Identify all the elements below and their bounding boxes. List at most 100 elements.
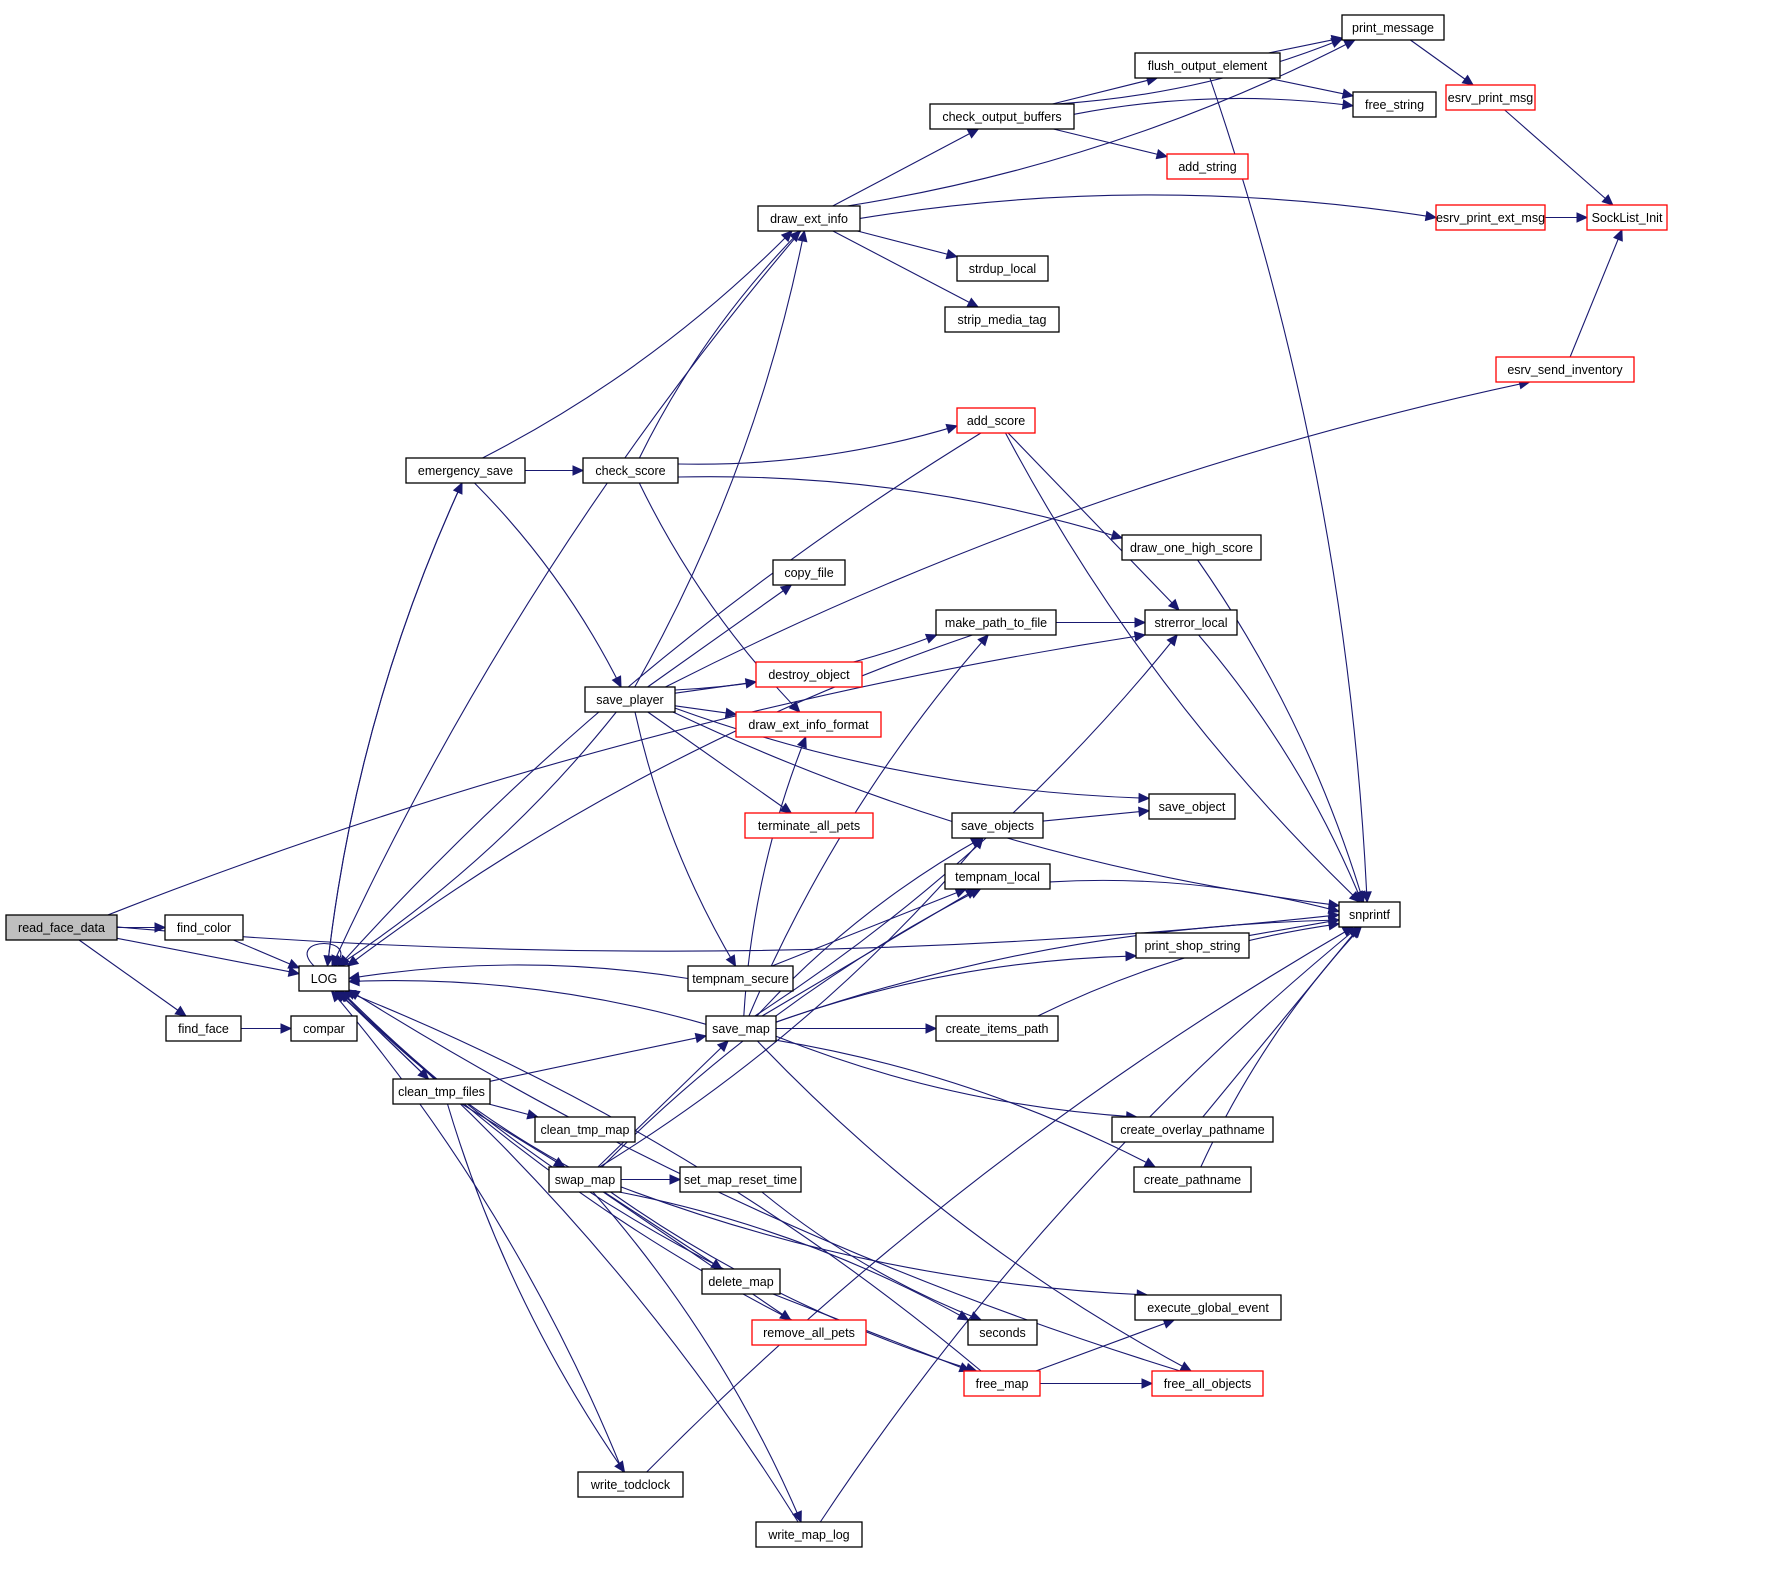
node-box[interactable]: [1495, 356, 1635, 383]
node-box[interactable]: [577, 1471, 684, 1498]
node-print_message[interactable]: print_message: [1341, 14, 1445, 41]
node-esrv_send_inventory[interactable]: esrv_send_inventory: [1495, 356, 1635, 383]
node-box[interactable]: [290, 1015, 358, 1042]
node-box[interactable]: [944, 863, 1051, 890]
node-compar[interactable]: compar: [290, 1015, 358, 1042]
node-copy_file[interactable]: copy_file: [772, 559, 846, 586]
node-box[interactable]: [1338, 901, 1401, 928]
node-box[interactable]: [1352, 91, 1437, 118]
node-LOG[interactable]: LOG: [298, 965, 350, 992]
node-box[interactable]: [935, 1015, 1059, 1042]
node-box[interactable]: [956, 255, 1049, 282]
node-write_map_log[interactable]: write_map_log: [755, 1521, 863, 1548]
node-add_score[interactable]: add_score: [956, 407, 1036, 434]
node-strip_media_tag[interactable]: strip_media_tag: [944, 306, 1060, 333]
node-box[interactable]: [1134, 1294, 1282, 1321]
node-tempnam_secure[interactable]: tempnam_secure: [687, 965, 794, 992]
node-add_string[interactable]: add_string: [1166, 153, 1249, 180]
node-tempnam_local[interactable]: tempnam_local: [944, 863, 1051, 890]
node-find_face[interactable]: find_face: [165, 1015, 242, 1042]
node-esrv_print_msg[interactable]: esrv_print_msg: [1445, 84, 1536, 111]
node-box[interactable]: [584, 686, 676, 713]
node-box[interactable]: [298, 965, 350, 992]
node-delete_map[interactable]: delete_map: [701, 1268, 781, 1295]
node-box[interactable]: [405, 457, 526, 484]
node-box[interactable]: [951, 812, 1044, 839]
node-box[interactable]: [5, 914, 118, 941]
node-draw_ext_info_format[interactable]: draw_ext_info_format: [735, 711, 882, 738]
node-strerror_local[interactable]: strerror_local: [1144, 609, 1238, 636]
node-free_string[interactable]: free_string: [1352, 91, 1437, 118]
node-check_output_buffers[interactable]: check_output_buffers: [929, 103, 1075, 130]
node-box[interactable]: [679, 1166, 802, 1193]
node-box[interactable]: [165, 1015, 242, 1042]
node-box[interactable]: [1445, 84, 1536, 111]
node-save_map[interactable]: save_map: [705, 1015, 777, 1042]
node-box[interactable]: [1121, 534, 1262, 561]
node-free_all_objects[interactable]: free_all_objects: [1151, 1370, 1264, 1397]
node-create_pathname[interactable]: create_pathname: [1133, 1166, 1252, 1193]
node-write_todclock[interactable]: write_todclock: [577, 1471, 684, 1498]
node-box[interactable]: [935, 609, 1057, 636]
node-emergency_save[interactable]: emergency_save: [405, 457, 526, 484]
node-save_objects[interactable]: save_objects: [951, 812, 1044, 839]
node-clean_tmp_files[interactable]: clean_tmp_files: [392, 1078, 491, 1105]
node-flush_output_element[interactable]: flush_output_element: [1134, 52, 1281, 79]
node-esrv_print_ext_msg[interactable]: esrv_print_ext_msg: [1435, 204, 1546, 231]
node-destroy_object[interactable]: destroy_object: [755, 661, 863, 688]
node-box[interactable]: [1144, 609, 1238, 636]
node-box[interactable]: [701, 1268, 781, 1295]
node-clean_tmp_map[interactable]: clean_tmp_map: [534, 1116, 636, 1143]
node-terminate_all_pets[interactable]: terminate_all_pets: [744, 812, 874, 839]
node-save_player[interactable]: save_player: [584, 686, 676, 713]
node-box[interactable]: [1135, 932, 1250, 959]
node-box[interactable]: [1435, 204, 1546, 231]
node-box[interactable]: [687, 965, 794, 992]
node-box[interactable]: [757, 205, 861, 232]
node-check_score[interactable]: check_score: [582, 457, 679, 484]
node-box[interactable]: [1133, 1166, 1252, 1193]
node-box[interactable]: [751, 1319, 867, 1346]
node-strdup_local[interactable]: strdup_local: [956, 255, 1049, 282]
node-box[interactable]: [1111, 1116, 1274, 1143]
node-box[interactable]: [755, 1521, 863, 1548]
node-box[interactable]: [755, 661, 863, 688]
node-create_items_path[interactable]: create_items_path: [935, 1015, 1059, 1042]
node-box[interactable]: [929, 103, 1075, 130]
node-box[interactable]: [963, 1370, 1041, 1397]
node-remove_all_pets[interactable]: remove_all_pets: [751, 1319, 867, 1346]
node-execute_global_event[interactable]: execute_global_event: [1134, 1294, 1282, 1321]
node-read_face_data[interactable]: read_face_data: [5, 914, 118, 941]
node-box[interactable]: [1151, 1370, 1264, 1397]
node-box[interactable]: [392, 1078, 491, 1105]
node-find_color[interactable]: find_color: [164, 914, 244, 941]
node-draw_ext_info[interactable]: draw_ext_info: [757, 205, 861, 232]
node-box[interactable]: [744, 812, 874, 839]
node-box[interactable]: [772, 559, 846, 586]
node-free_map[interactable]: free_map: [963, 1370, 1041, 1397]
node-save_object[interactable]: save_object: [1148, 793, 1236, 820]
node-seconds[interactable]: seconds: [967, 1319, 1038, 1346]
node-box[interactable]: [1341, 14, 1445, 41]
node-box[interactable]: [548, 1166, 622, 1193]
node-box[interactable]: [1148, 793, 1236, 820]
node-set_map_reset_time[interactable]: set_map_reset_time: [679, 1166, 802, 1193]
node-snprintf[interactable]: snprintf: [1338, 901, 1401, 928]
node-box[interactable]: [582, 457, 679, 484]
node-box[interactable]: [1586, 204, 1668, 231]
node-draw_one_high_score[interactable]: draw_one_high_score: [1121, 534, 1262, 561]
node-box[interactable]: [164, 914, 244, 941]
node-print_shop_string[interactable]: print_shop_string: [1135, 932, 1250, 959]
node-box[interactable]: [705, 1015, 777, 1042]
node-box[interactable]: [534, 1116, 636, 1143]
node-box[interactable]: [956, 407, 1036, 434]
node-box[interactable]: [1166, 153, 1249, 180]
node-box[interactable]: [967, 1319, 1038, 1346]
node-box[interactable]: [944, 306, 1060, 333]
node-create_overlay_pathname[interactable]: create_overlay_pathname: [1111, 1116, 1274, 1143]
node-box[interactable]: [1134, 52, 1281, 79]
node-make_path_to_file[interactable]: make_path_to_file: [935, 609, 1057, 636]
node-swap_map[interactable]: swap_map: [548, 1166, 622, 1193]
node-SockList_Init[interactable]: SockList_Init: [1586, 204, 1668, 231]
node-box[interactable]: [735, 711, 882, 738]
